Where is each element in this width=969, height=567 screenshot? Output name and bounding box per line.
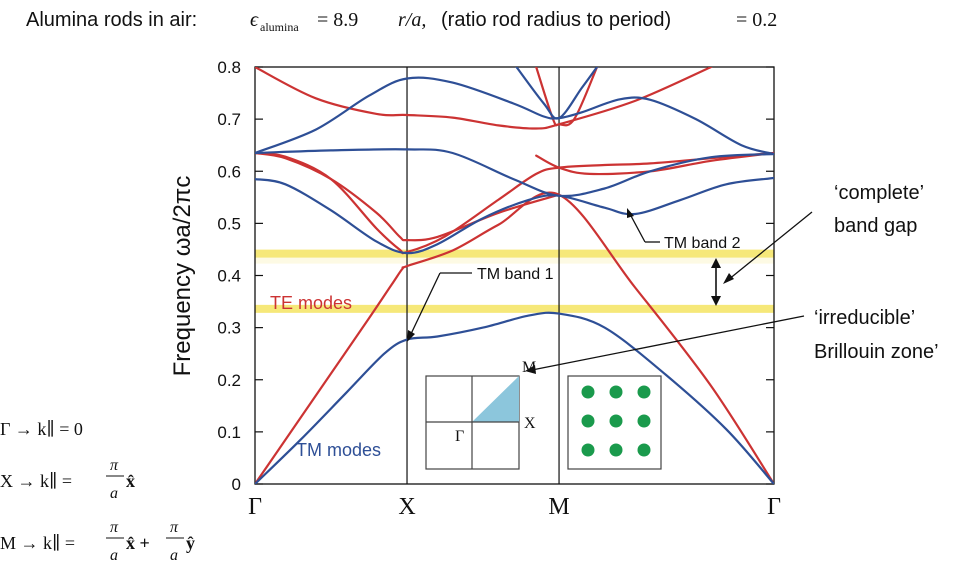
tm-band-2-label: TM band 2 (664, 235, 741, 252)
tm-band-curve-10 (515, 67, 599, 120)
brillouin-zone-inset: M X Γ (425, 359, 536, 470)
header-eps-value: = 8.9 (317, 9, 358, 31)
y-tick-label-3: 0.3 (217, 319, 241, 338)
tm-band-1-arrowhead (407, 330, 415, 342)
te-band-curve-2 (255, 151, 774, 255)
y-tick-label-0: 0 (232, 475, 241, 494)
y-axis-label: Frequency ωa/2πc (169, 176, 196, 377)
header-eps-symbol: ϵ (250, 9, 259, 31)
m-definition-denominator-1: a (110, 547, 118, 564)
te-band-curve-4 (535, 67, 599, 127)
x-tick-label-0: Γ (248, 494, 262, 520)
dielectric-rod-4 (609, 414, 623, 428)
dielectric-rod-7 (609, 443, 623, 457)
m-definition-numerator-1: π (110, 519, 119, 536)
complete-gap-arrowhead (723, 273, 734, 284)
plot-axes (254, 66, 775, 485)
dielectric-rod-3 (581, 414, 595, 428)
axis-tick-labels: 0 0.1 0.2 0.3 0.4 0.5 0.6 0.7 0.8Γ X M Γ (217, 58, 781, 520)
dielectric-rod-2 (637, 385, 651, 399)
x-definition-vector: x̂ (126, 471, 135, 491)
band-gap-highlight (255, 249, 774, 313)
te-modes-label: TE modes (270, 293, 352, 313)
dispersion-curves (255, 67, 774, 484)
x-tick-label-2: M (548, 494, 569, 520)
bz-label-gamma: Γ (455, 428, 464, 445)
brillouin-arrow-line (531, 315, 805, 371)
x-definition-lhs: X → k∥ = (0, 471, 72, 491)
header-ratio-text: (ratio rod radius to period) (441, 9, 671, 31)
complete-gap-label-2: band gap (834, 215, 917, 237)
tm-modes-label: TM modes (296, 440, 381, 460)
x-definition-denominator: a (110, 485, 118, 502)
header-prefix: Alumina rods in air: (26, 9, 197, 31)
bz-label-m: M (522, 359, 536, 376)
y-tick-label-5: 0.5 (217, 214, 241, 233)
gap-arrow-bottom-head (711, 296, 721, 306)
tm-band-2-arrow-line (629, 213, 646, 243)
bz-label-x: X (524, 415, 536, 432)
brillouin-callout: ‘irreducible’ Brillouin zone’ (525, 307, 939, 374)
m-definition-vector-2: ŷ (186, 533, 195, 553)
dielectric-rod-8 (637, 443, 651, 457)
brillouin-label-2: Brillouin zone’ (814, 341, 939, 363)
tm-band-curve-8 (255, 148, 774, 198)
gap-upper-edge-band-0 (255, 249, 774, 258)
gap-lower-edge-band-0 (255, 304, 774, 313)
m-definition-denominator-2: a (170, 547, 178, 564)
gap-arrow-top-head (711, 258, 721, 268)
gamma-definition: Γ → k∥ = 0 (0, 419, 83, 439)
complete-gap-arrow-line (727, 211, 813, 281)
x-tick-label-3: Γ (767, 494, 781, 520)
dielectric-rod-6 (581, 443, 595, 457)
m-definition-lhs: M → k∥ = (0, 533, 75, 553)
y-tick-label-6: 0.6 (217, 162, 241, 181)
y-tick-label-1: 0.1 (217, 423, 241, 442)
gap-double-arrow (711, 258, 721, 306)
dielectric-rod-0 (581, 385, 595, 399)
k-point-definitions: Γ → k∥ = 0 X → k∥ = π a x̂ M → k∥ = π a … (0, 419, 195, 564)
brillouin-arrowhead (525, 365, 536, 374)
dielectric-rod-5 (637, 414, 651, 428)
y-tick-label-2: 0.2 (217, 371, 241, 390)
y-tick-label-7: 0.7 (217, 110, 241, 129)
bz-irreducible-wedge (472, 376, 519, 422)
tm-band-curve-9 (255, 76, 774, 156)
tm-band-2-arrowhead (627, 208, 634, 218)
tm-band-2-callout: TM band 2 (627, 208, 741, 252)
header-ratio-value: = 0.2 (736, 9, 777, 31)
header-ratio-symbol: r/a, (398, 9, 426, 31)
y-tick-label-8: 0.8 (217, 58, 241, 77)
te-band-curve-0 (255, 191, 774, 484)
x-definition-numerator: π (110, 457, 119, 474)
y-tick-label-4: 0.4 (217, 267, 241, 286)
tm-band-1-callout: TM band 1 (407, 266, 554, 342)
tm-band-1-arrow-line (409, 272, 441, 337)
te-band-curve-5 (535, 151, 774, 176)
brillouin-label-1: ‘irreducible’ (814, 307, 915, 329)
dielectric-rod-1 (609, 385, 623, 399)
x-tick-label-1: X (398, 494, 415, 520)
header-eps-subscript: alumina (260, 20, 299, 34)
tm-band-curve-6 (255, 311, 774, 484)
m-definition-numerator-2: π (170, 519, 179, 536)
tm-band-curve-7 (255, 176, 774, 255)
m-definition-vector-1: x̂ + (126, 533, 150, 553)
tm-band-1-label: TM band 1 (477, 266, 554, 283)
complete-gap-label-1: ‘complete’ (834, 182, 924, 204)
gap-upper-glow-0 (255, 257, 774, 264)
te-band-curve-3 (255, 67, 713, 130)
complete-gap-callout: ‘complete’ band gap (723, 182, 924, 284)
rod-lattice-inset (567, 375, 662, 470)
